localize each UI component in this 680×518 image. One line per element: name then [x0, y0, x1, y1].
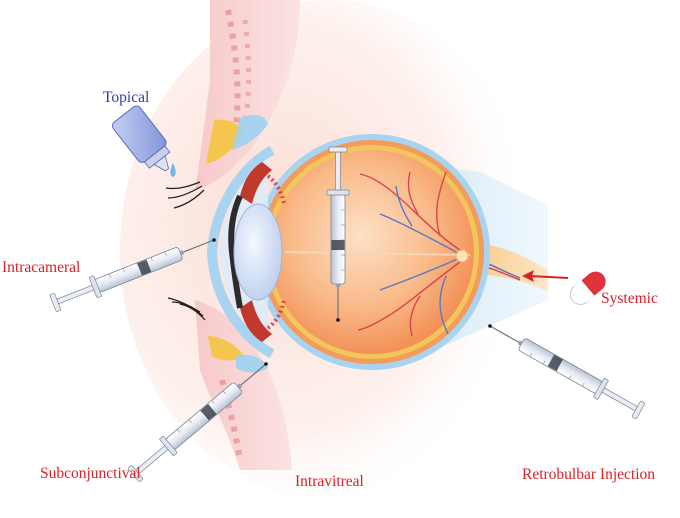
label-systemic: Systemic [601, 290, 658, 307]
eyelashes [165, 181, 206, 321]
label-retrobulbar-injection: Retrobulbar Injection [522, 466, 655, 483]
label-topical: Topical [103, 89, 150, 106]
retinal-vessels [357, 171, 461, 337]
pill-capsule-icon [569, 271, 606, 305]
label-intracameral: Intracameral [2, 259, 81, 276]
label-subconjunctival: Subconjunctival [40, 465, 141, 482]
anterior-segment [206, 145, 286, 359]
drop-icon [170, 163, 176, 177]
dropper-bottle-icon [112, 105, 176, 177]
systemic-arrow-icon [522, 270, 569, 282]
upper-eyelid [195, 0, 300, 190]
label-intravitreal: Intravitreal [295, 473, 364, 490]
lower-eyelid [195, 300, 292, 470]
eyeball [254, 134, 490, 370]
